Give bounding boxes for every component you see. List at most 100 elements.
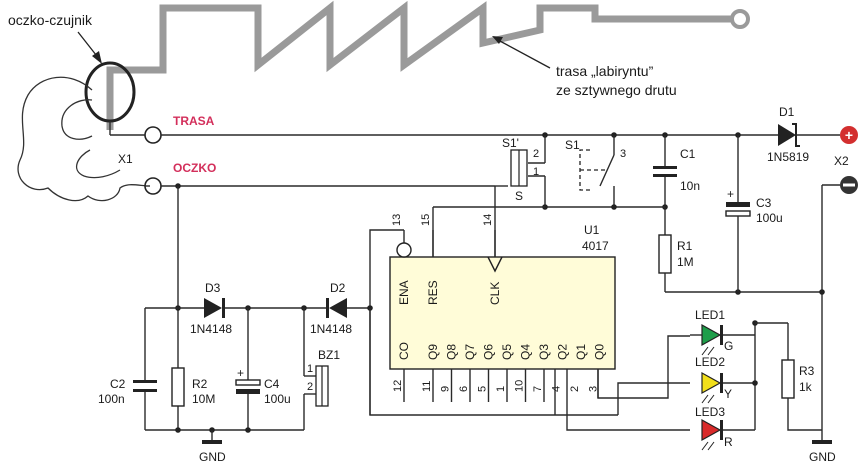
u1-pin-number-1: 1: [495, 386, 507, 392]
switch-s1: [579, 135, 615, 207]
u1-pin-name-ena: ENA: [397, 280, 411, 305]
u1-pin-name-q5: Q5: [500, 344, 514, 360]
maze-label-line1: trasa „labiryntu”: [556, 63, 654, 79]
sensor-arrowhead: [92, 51, 102, 64]
u1-pin-name-res: RES: [426, 280, 440, 305]
led2-ref: LED2: [695, 355, 725, 369]
hand-outline: [17, 76, 151, 202]
diode-d2: [326, 298, 347, 318]
terminal-trasa: [144, 126, 162, 144]
u1-pin-name-q0: Q0: [593, 344, 607, 360]
u1-pin-name-q8: Q8: [445, 344, 459, 360]
ic-u1: [389, 256, 616, 370]
resistor-r3: [781, 323, 822, 431]
u1-pin-name-q9: Q9: [426, 344, 440, 360]
u1-pin-number-9: 9: [440, 386, 452, 392]
led2-letter: Y: [724, 387, 732, 401]
c1-value: 10n: [680, 179, 700, 193]
led3-letter: R: [724, 435, 733, 449]
u1-ref: U1: [584, 223, 600, 237]
c1-ref: C1: [680, 147, 696, 161]
capacitor-c3: +: [725, 135, 751, 292]
c4-value: 100u: [264, 392, 291, 406]
u1-pin-name-q1: Q1: [574, 344, 588, 360]
d1-value: 1N5819: [767, 150, 809, 164]
capacitor-c2: [133, 308, 157, 430]
u1-ena-inverter-bubble: [396, 242, 412, 258]
c2-value: 100n: [98, 392, 125, 406]
bz1-pin-bottom: 2: [307, 381, 313, 393]
capacitor-c4: +: [235, 308, 261, 430]
r3-value: 1k: [799, 380, 813, 394]
c3-ref: C3: [756, 196, 772, 210]
u1-pin-name-co: CO: [397, 342, 411, 360]
u1-pin-name-q4: Q4: [519, 344, 533, 360]
r2-ref: R2: [192, 377, 208, 391]
d3-value: 1N4148: [190, 322, 232, 336]
u1-pin-name-q3: Q3: [537, 344, 551, 360]
u1-pin-number-10: 10: [514, 380, 526, 392]
s1p-pin-top: 2: [533, 148, 539, 160]
s1p-label: S: [515, 189, 523, 203]
s1-pin: 3: [620, 148, 626, 160]
net-label-trasa: TRASA: [173, 114, 215, 128]
u1-pin-number-6: 6: [458, 386, 470, 392]
sensor-loop-label: oczko-czujnik: [8, 12, 93, 28]
x2-label: X2: [834, 154, 849, 168]
u1-pin-number-14: 14: [482, 214, 494, 226]
led3-ref: LED3: [695, 405, 725, 419]
u1-pin-name-q6: Q6: [482, 344, 496, 360]
power-minus-terminal: [840, 176, 858, 194]
d1-ref: D1: [779, 105, 795, 119]
x1-label: X1: [118, 152, 133, 166]
u1-pin-number-4: 4: [551, 386, 563, 392]
s1p-ref: S1': [502, 136, 519, 150]
c3-value: 100u: [756, 211, 783, 225]
bz1-ref: BZ1: [318, 348, 340, 362]
r1-ref: R1: [677, 239, 693, 253]
net-label-oczko: OCZKO: [173, 161, 216, 175]
u1-pin-number-13: 13: [391, 214, 403, 226]
u1-pin-name-clk: CLK: [488, 282, 502, 305]
diode-d3: [204, 298, 225, 318]
gnd-left-label: GND: [199, 450, 226, 464]
gnd-symbol-left: [202, 430, 222, 444]
svg-text:+: +: [845, 127, 853, 143]
u1-pin-number-3: 3: [588, 386, 600, 392]
buzzer-bz1: [303, 308, 329, 430]
u1-pin-number-2: 2: [569, 386, 581, 392]
maze-label-line2: ze sztywnego drutu: [556, 82, 677, 98]
led-red: [701, 418, 723, 442]
u1-pin-number-5: 5: [477, 386, 489, 392]
resistor-r1: [658, 234, 672, 292]
power-plus-terminal: +: [840, 126, 858, 144]
u1-value: 4017: [582, 239, 609, 253]
switch-s1-reed: [510, 135, 546, 207]
capacitor-c1: [653, 135, 677, 235]
s1-ref: S1: [565, 138, 580, 152]
svg-text:+: +: [237, 366, 244, 380]
c2-ref: C2: [110, 377, 126, 391]
maze-arrow: [497, 39, 551, 69]
u1-pin-number-11: 11: [421, 381, 433, 392]
maze-arrowhead: [492, 36, 503, 44]
resistor-r2: [171, 367, 185, 407]
d2-ref: D2: [330, 281, 346, 295]
r1-value: 1M: [677, 255, 694, 269]
u1-pin-name-q7: Q7: [463, 344, 477, 360]
svg-text:+: +: [727, 187, 734, 201]
led-emission-arrows: [701, 346, 715, 451]
r3-ref: R3: [799, 364, 815, 378]
d3-ref: D3: [205, 281, 221, 295]
led1-letter: G: [724, 339, 733, 353]
u1-pin-number-15: 15: [420, 214, 432, 226]
d2-value: 1N4148: [310, 322, 352, 336]
u1-pin-number-12: 12: [392, 380, 404, 392]
led1-ref: LED1: [695, 308, 725, 322]
bz1-pin-top: 1: [307, 363, 313, 375]
s1p-pin-bottom: 1: [533, 166, 539, 178]
led-green: [701, 323, 723, 347]
gnd-right-label: GND: [809, 450, 836, 464]
